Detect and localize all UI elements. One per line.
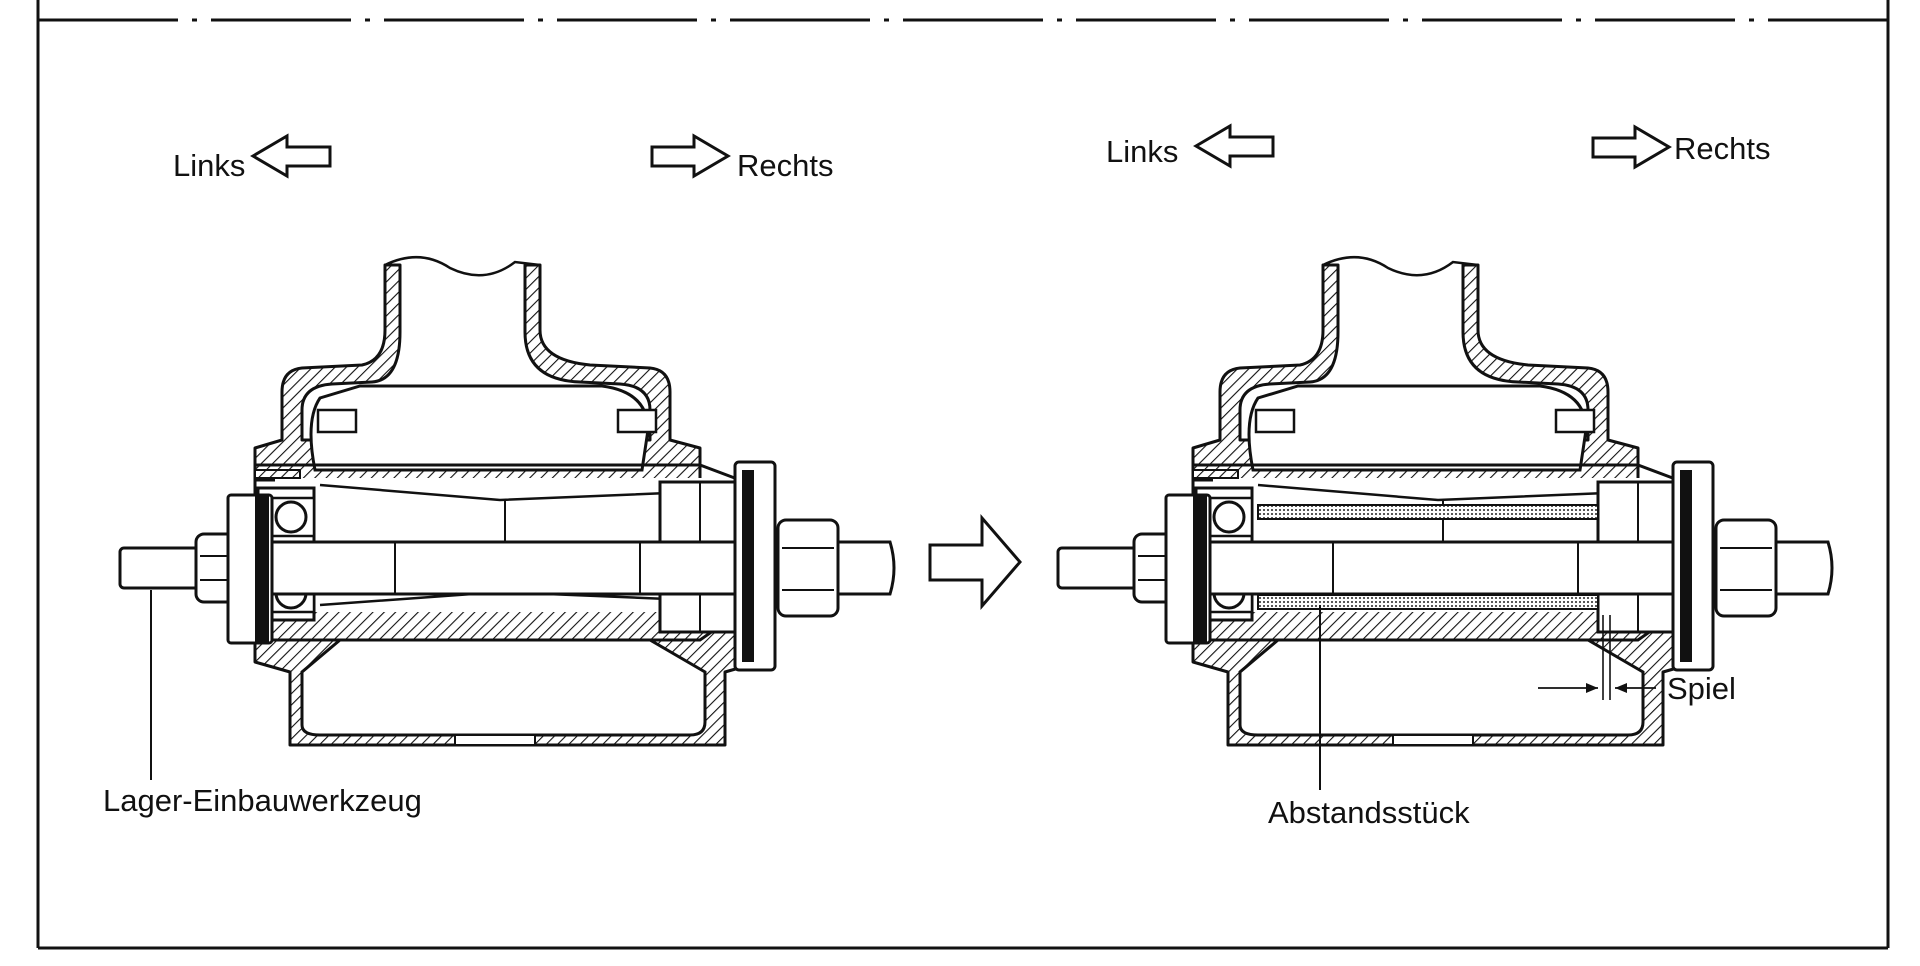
right-arrow-icon [650, 133, 731, 179]
right-direction-label: Rechts [737, 148, 834, 183]
left-direction-label: Links [173, 148, 246, 183]
hub-assembly-before [118, 255, 896, 780]
transition-arrow-icon [928, 513, 1022, 611]
spacer-label: Abstandsstück [1268, 795, 1470, 830]
left-arrow-icon [1193, 123, 1275, 169]
left-direction-label: Links [1106, 134, 1179, 169]
tool-label: Lager-Einbauwerkzeug [103, 783, 422, 818]
right-direction-label: Rechts [1674, 131, 1771, 166]
play-label: Spiel [1667, 671, 1736, 706]
spacer-sleeve [1257, 504, 1599, 520]
right-arrow-icon [1591, 124, 1672, 170]
left-arrow-icon [250, 133, 332, 179]
hub-assembly-after [1056, 255, 1834, 790]
